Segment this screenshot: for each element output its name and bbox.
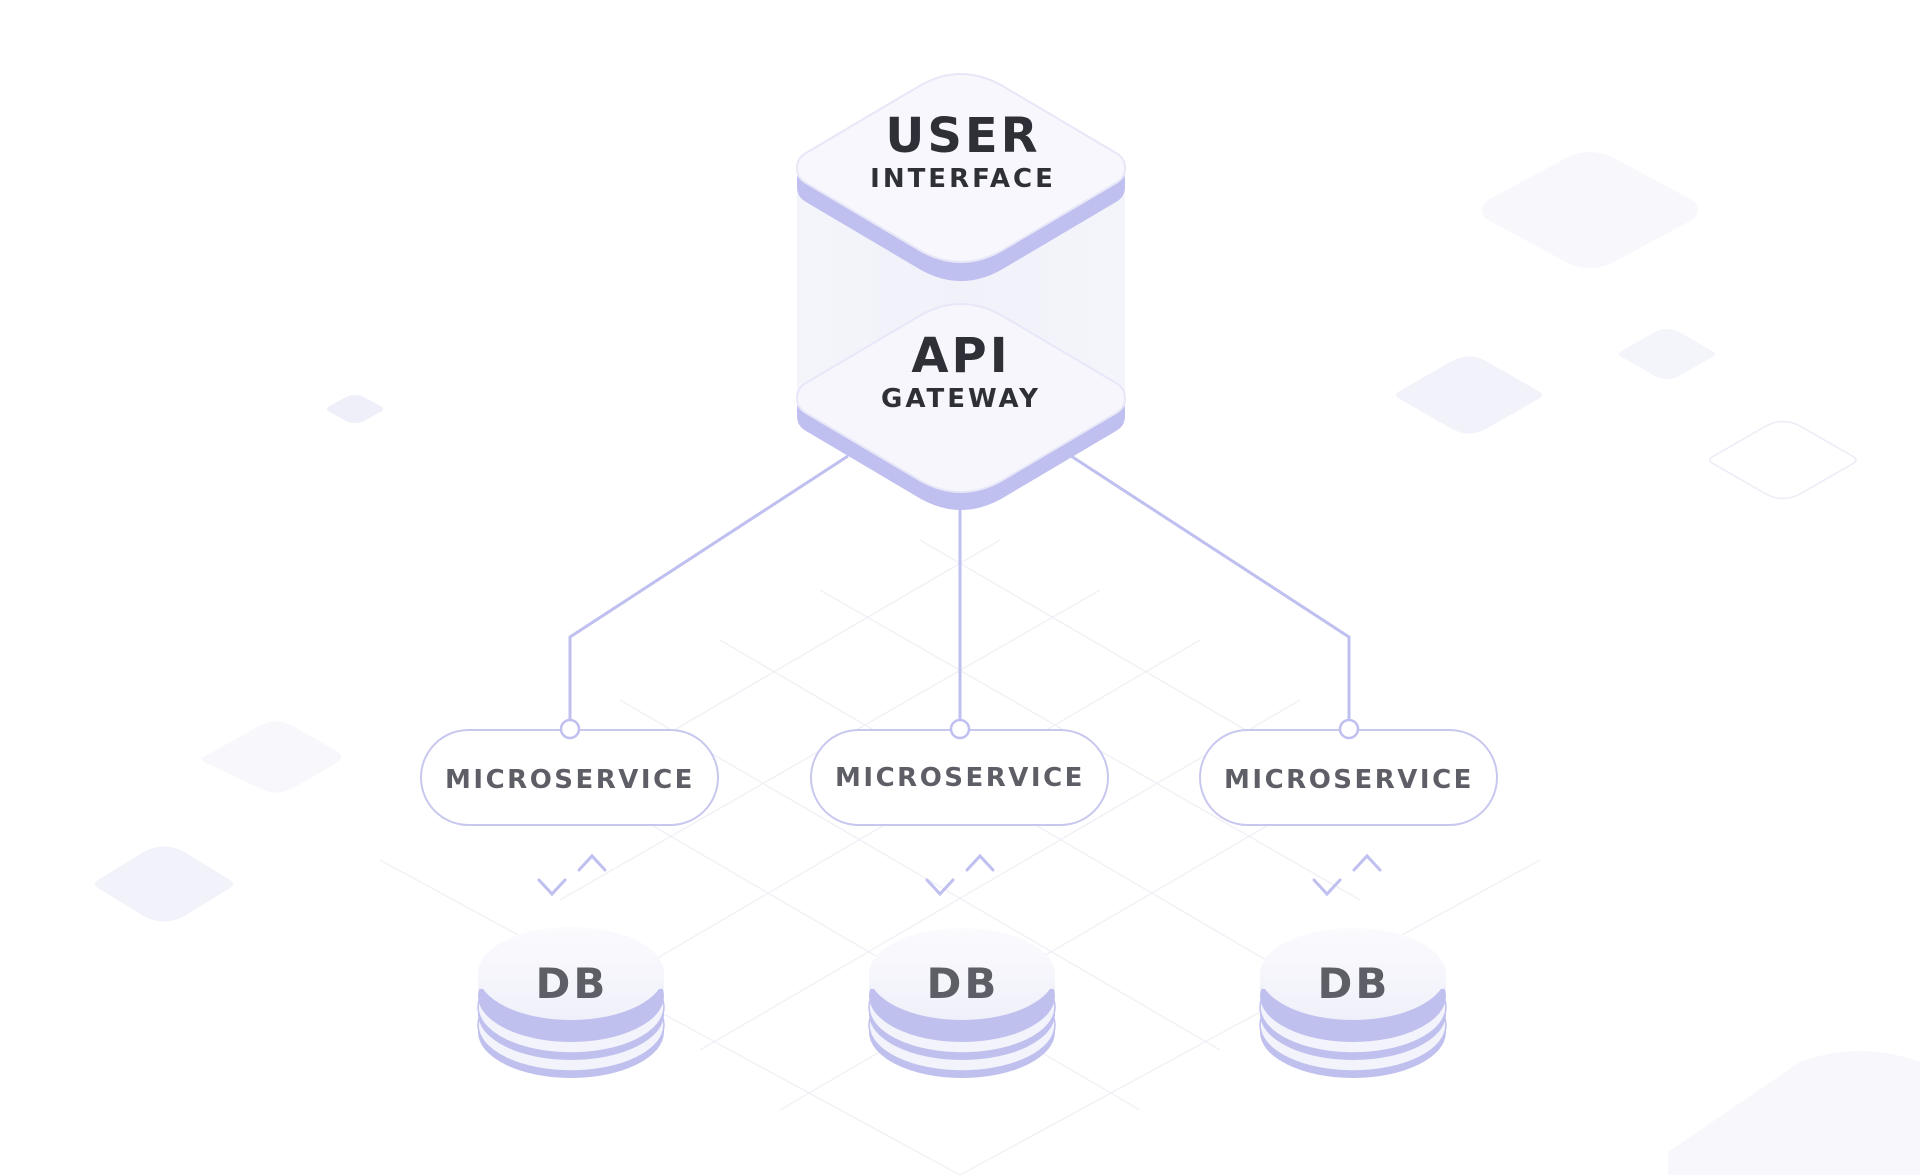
connector-line-right bbox=[1070, 454, 1351, 729]
decor-tile bbox=[1396, 356, 1542, 434]
database-top-face bbox=[1260, 928, 1446, 1020]
database-label: DB bbox=[1318, 959, 1391, 1008]
decor-tile bbox=[1668, 1051, 1920, 1175]
decor-tile bbox=[95, 846, 233, 922]
microservice-label: MICROSERVICE bbox=[445, 765, 695, 795]
connector-dot-icon bbox=[1338, 718, 1360, 740]
decorative-tiles bbox=[95, 152, 1920, 1175]
database-node-3[interactable]: DB bbox=[1259, 928, 1447, 1078]
user-interface-node[interactable]: USER INTERFACE bbox=[795, 73, 1127, 281]
decor-tile bbox=[327, 395, 383, 423]
microservice-label: MICROSERVICE bbox=[1224, 765, 1474, 795]
user-interface-subtitle: INTERFACE bbox=[870, 164, 1056, 194]
data-flow-arrows-1 bbox=[537, 836, 607, 914]
decor-tile bbox=[1482, 152, 1698, 268]
api-gateway-subtitle: GATEWAY bbox=[881, 384, 1041, 414]
user-interface-title: USER bbox=[885, 108, 1040, 164]
arrow-down-icon bbox=[925, 878, 955, 897]
decor-tile bbox=[1618, 329, 1716, 379]
data-flow-arrows-3 bbox=[1312, 836, 1382, 914]
connector-dot-icon bbox=[559, 718, 581, 740]
microservice-node-1[interactable]: MICROSERVICE bbox=[420, 718, 719, 826]
layer-stack: API GATEWAY USER INTERFACE bbox=[795, 73, 1127, 510]
microservice-label: MICROSERVICE bbox=[835, 763, 1085, 793]
microservice-node-3[interactable]: MICROSERVICE bbox=[1199, 718, 1498, 826]
api-gateway-title: API bbox=[911, 328, 1010, 384]
database-top-face bbox=[869, 928, 1055, 1020]
database-top-face bbox=[478, 928, 664, 1020]
api-gateway-top bbox=[795, 303, 1127, 493]
decor-tile-outline bbox=[1709, 420, 1857, 500]
connector-line-left bbox=[568, 454, 849, 729]
database-node-1[interactable]: DB bbox=[477, 927, 665, 1078]
database-label: DB bbox=[927, 959, 1000, 1008]
database-label: DB bbox=[536, 959, 609, 1008]
decor-tile bbox=[201, 721, 341, 793]
arrow-up-icon bbox=[965, 853, 995, 872]
data-flow-arrows-2 bbox=[925, 836, 995, 914]
arrow-up-icon bbox=[1352, 853, 1382, 872]
api-gateway-node[interactable]: API GATEWAY bbox=[795, 303, 1127, 510]
user-interface-top bbox=[795, 73, 1127, 263]
microservice-node-2[interactable]: MICROSERVICE bbox=[810, 718, 1109, 826]
gateway-connectors bbox=[568, 454, 1351, 729]
arrow-down-icon bbox=[1312, 878, 1342, 897]
connector-dot-icon bbox=[949, 718, 971, 740]
database-node-2[interactable]: DB bbox=[868, 928, 1056, 1078]
arrow-up-icon bbox=[577, 853, 607, 872]
arrow-down-icon bbox=[537, 878, 567, 897]
